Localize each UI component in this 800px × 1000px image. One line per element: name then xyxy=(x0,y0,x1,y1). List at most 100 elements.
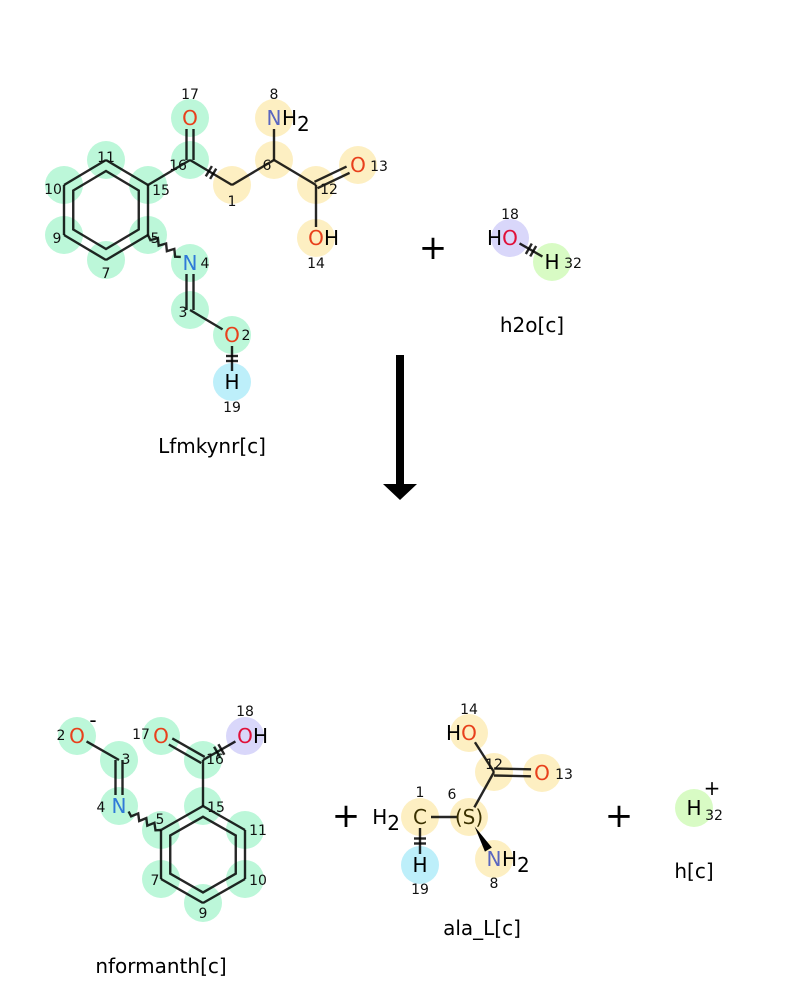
aromatic-inner-ring xyxy=(169,815,237,894)
product-name-h: h[c] xyxy=(674,859,713,883)
atom-hydrogen-prefix: H xyxy=(487,226,502,250)
atom-index-label: 18 xyxy=(236,704,254,720)
bond-break-mark xyxy=(529,245,538,258)
atom-hydrogen-suffix: H xyxy=(253,724,268,748)
bond-9-7 xyxy=(160,877,204,905)
bond-1-6 xyxy=(231,158,275,187)
atom-highlight-32 xyxy=(675,789,713,827)
atom-highlight-2 xyxy=(58,717,96,755)
atom-index-label: 2 xyxy=(57,728,66,744)
bond-15-16 xyxy=(147,158,191,187)
bond-12-13 xyxy=(494,767,532,771)
bond-16-18 xyxy=(202,740,237,762)
bond-18-32 xyxy=(518,242,544,258)
atom-symbol-o: O xyxy=(224,323,240,347)
aromatic-inner-ring xyxy=(72,169,140,251)
bond-15-11 xyxy=(202,804,246,832)
atom-symbol-o: O xyxy=(182,106,198,130)
atom-symbol-o: O xyxy=(308,226,324,250)
atom-highlight-1 xyxy=(401,798,439,836)
bond-5-7 xyxy=(105,233,149,262)
atom-symbol-n: N xyxy=(487,847,502,871)
bond-break-mark xyxy=(204,165,213,177)
atom-index-label: 7 xyxy=(102,266,111,282)
reactant-name-lfmkynr: Lfmkynr[c] xyxy=(158,434,266,458)
atom-index-label: 1 xyxy=(228,194,237,210)
atom-charge: + xyxy=(704,776,721,800)
atom-index-label: 6 xyxy=(263,158,272,174)
bond-10-9 xyxy=(202,877,246,905)
bond-break-mark xyxy=(524,242,533,255)
bond-5-4 xyxy=(146,234,181,259)
bond-7-9 xyxy=(63,233,107,262)
bond-14-12 xyxy=(473,741,496,773)
atom-index-label: 13 xyxy=(370,159,388,175)
atom-index-label: 17 xyxy=(181,87,199,103)
atom-symbol-h: H xyxy=(544,250,559,274)
bond-16-1 xyxy=(189,158,233,187)
reaction-arrow xyxy=(383,355,417,500)
atom-highlight-13 xyxy=(523,754,561,792)
bond-5-15 xyxy=(160,804,204,832)
wedge-bond-6-8 xyxy=(474,826,492,852)
atom-index-label: 11 xyxy=(249,823,267,839)
atom-index-label: 8 xyxy=(490,876,499,892)
bond-11-15 xyxy=(105,158,149,187)
atom-index-label: 8 xyxy=(270,87,279,103)
atom-index-label: 10 xyxy=(44,182,62,198)
molecule-names: Lfmkynr[c] h2o[c] nformanth[c] ala_L[c] … xyxy=(95,313,713,978)
atom-index-label: 12 xyxy=(320,182,338,198)
atom-index-label: 13 xyxy=(555,767,573,783)
atom-symbol-s: (S) xyxy=(455,805,483,829)
atom-highlight-18 xyxy=(226,717,264,755)
atom-highlight-14 xyxy=(297,219,335,257)
atom-index-label: 5 xyxy=(156,812,165,828)
atom-symbol-o: O xyxy=(534,761,550,785)
reactant-name-h2o: h2o[c] xyxy=(500,313,564,337)
bonds xyxy=(62,129,544,905)
atom-index-label: 2 xyxy=(242,328,251,344)
atom-index-label: 4 xyxy=(97,800,106,816)
atom-highlight-14 xyxy=(450,714,488,752)
bond-4-5 xyxy=(127,810,162,832)
atom-highlight-4 xyxy=(100,787,138,825)
bond-break-mark xyxy=(213,746,222,758)
product-name-ala-l: ala_L[c] xyxy=(443,916,521,940)
atom-index-label: 9 xyxy=(53,231,62,247)
atom-symbol-n: N xyxy=(112,794,127,818)
atom-index-label: 14 xyxy=(460,702,478,718)
atom-symbol-n: N xyxy=(183,251,198,275)
bond-3-2 xyxy=(189,308,224,331)
atom-highlight-6 xyxy=(450,798,488,836)
atom-index-label: 11 xyxy=(97,150,115,166)
atom-symbol-h: H xyxy=(224,370,239,394)
atom-hydrogen-suffix: H xyxy=(324,226,339,250)
atom-symbol-c: C xyxy=(413,805,427,829)
atom-symbol-o: O xyxy=(502,226,518,250)
atom-index-label: 15 xyxy=(152,183,170,199)
atom-index-label: 3 xyxy=(179,305,188,321)
plus-sign-products-2: + xyxy=(605,796,634,836)
bond-break-mark xyxy=(217,743,226,756)
atom-index-label: 9 xyxy=(199,906,208,922)
bond-10-11 xyxy=(63,158,107,187)
bond-12-13 xyxy=(493,774,531,778)
bond-16-17 xyxy=(171,737,206,759)
bond-16-17 xyxy=(168,743,202,765)
plus-sign-products-1: + xyxy=(332,796,361,836)
atom-index-label: 4 xyxy=(201,256,210,272)
atom-index-label: 32 xyxy=(564,256,582,272)
atom-hydrogen-prefix: H2 xyxy=(372,805,400,835)
product-name-nformanth: nformanth[c] xyxy=(95,954,226,978)
plus-sign-reactants: + xyxy=(419,228,448,268)
bond-12-13 xyxy=(316,171,351,190)
atom-symbol-o: O xyxy=(69,724,85,748)
atom-index-label: 15 xyxy=(207,800,225,816)
atom-index-label: 32 xyxy=(705,808,723,824)
atom-hydrogen-prefix: H xyxy=(446,721,461,745)
atom-highlight-8 xyxy=(255,99,293,137)
atom-index-label: 16 xyxy=(169,158,187,174)
atom-symbol-o: O xyxy=(153,724,169,748)
